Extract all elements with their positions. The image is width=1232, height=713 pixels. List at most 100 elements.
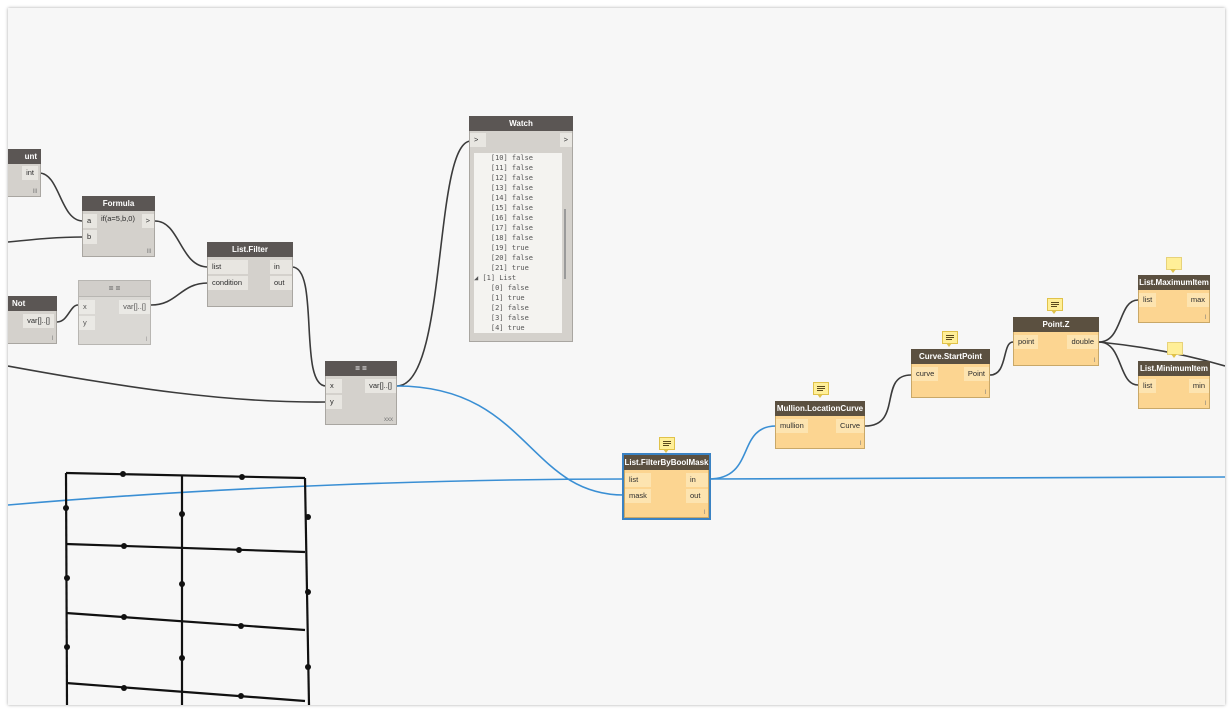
watch-row: [12] false [474,174,534,182]
node-list-filter[interactable]: List.Filter list condition in out [207,242,293,307]
port-out-in[interactable]: in [686,473,708,487]
wire-eq2-to-mask [396,385,625,496]
watch-scrollbar[interactable] [564,209,566,279]
port-out-in[interactable]: in [270,260,292,274]
lacing-indicator: lll [147,249,151,255]
watch-row: [14] false [474,194,534,202]
node-title: Watch [469,116,573,131]
port-in-list[interactable]: list [208,260,248,274]
lacing-indicator: lll [33,189,37,195]
wire-left-to-list [8,478,625,506]
wire-out-offscreen [708,476,1225,480]
wire-left-to-eq2-y [8,365,327,403]
lacing-indicator: l [859,441,861,447]
watch-row: [0] false [474,284,529,292]
port-out-point[interactable]: Point [963,367,989,381]
port-out[interactable]: var[]..[] [119,300,150,314]
watch-row: [21] true [474,264,529,272]
node-formula[interactable]: Formula a b if(a=5,b,0) > lll [82,196,155,257]
watch-row: [10] false [474,154,534,162]
wire-count-to-formula [38,172,84,222]
port-in-a[interactable]: a [83,214,97,228]
node-list-filter-by-bool-mask[interactable]: List.FilterByBoolMask list mask in out l [622,453,711,520]
watch-row: [11] false [474,164,534,172]
node-mullion-location-curve[interactable]: Mullion.LocationCurve mullion Curve l [775,401,865,449]
port-in-list[interactable]: list [1139,379,1157,393]
watch-row: [16] false [474,214,534,222]
port-in-condition[interactable]: condition [208,276,248,290]
node-equals-1[interactable]: = = x y var[]..[] l [78,280,151,345]
port-out[interactable]: > [141,214,154,228]
comment-icon[interactable] [659,437,675,453]
comment-icon[interactable] [1166,257,1182,273]
port-out-curve[interactable]: Curve [835,419,864,433]
port-in-y[interactable]: y [79,316,95,330]
node-list-minimum-item[interactable]: List.MinimumItem list min l [1138,361,1210,409]
port-out-out[interactable]: out [270,276,292,290]
wire-eq2-to-watch [396,140,472,387]
watch-row: [3] false [474,314,529,322]
watch-row: [4] true [474,324,525,332]
node-title: Point.Z [1013,317,1099,332]
watch-row: ◢ [1] List [474,274,517,282]
port-in-curve[interactable]: curve [912,367,939,381]
port-in-point[interactable]: point [1014,335,1039,349]
port-in[interactable]: > [470,133,486,147]
watch-row: [15] false [474,204,534,212]
comment-icon[interactable] [1047,298,1063,314]
port-in-mullion[interactable]: mullion [776,419,808,433]
wire-eq1-to-filter [150,282,209,306]
wire-formula-to-filter [154,220,209,268]
watch-row: [18] false [474,234,534,242]
port-out[interactable]: var[]..[] [365,379,396,393]
watch-row: [13] false [474,184,534,192]
node-title: = = [78,280,151,297]
node-title: Curve.StartPoint [911,349,990,364]
port-in-x[interactable]: x [79,300,95,314]
port-out-double[interactable]: double [1067,335,1098,349]
comment-icon[interactable] [813,382,829,398]
node-watch[interactable]: Watch > > [10] false [11] false [12] fal… [469,116,573,342]
lacing-indicator: l [51,336,53,342]
lacing-indicator: l [145,337,147,343]
port-in-mask[interactable]: mask [625,489,651,503]
lacing-indicator: l [1204,315,1206,321]
port-out[interactable]: var[]..[] [23,314,54,328]
node-curve-start-point[interactable]: Curve.StartPoint curve Point l [911,349,990,398]
port-in-b[interactable]: b [83,230,97,244]
wire-left-to-formula-b [8,236,84,243]
watch-row: [2] false [474,304,529,312]
watch-row: [20] false [474,254,534,262]
port-in-y[interactable]: y [326,395,342,409]
node-title: = = [325,361,397,376]
lacing-indicator: l [1093,358,1095,364]
node-title: List.MinimumItem [1138,361,1210,376]
comment-icon[interactable] [1167,342,1183,358]
port-out-max[interactable]: max [1186,293,1209,307]
wire-startpoint-to-pointz [989,341,1014,376]
node-title: unt [8,149,41,164]
lacing-indicator: l [984,390,986,396]
watch-output-list[interactable]: [10] false [11] false [12] false [13] fa… [474,153,562,333]
node-title: Mullion.LocationCurve [775,401,865,416]
port-out-int[interactable]: int [22,166,38,180]
geometry-preview [63,471,311,705]
node-list-maximum-item[interactable]: List.MaximumItem list max l [1138,275,1210,323]
formula-expression: if(a=5,b,0) [101,214,135,223]
node-title: List.FilterByBoolMask [624,455,709,470]
node-equals-2[interactable]: = = x y var[]..[] xxx [325,361,397,425]
port-out-out[interactable]: out [686,489,708,503]
node-not[interactable]: Not var[]..[] l [8,296,57,344]
lacing-indicator: xxx [384,417,393,423]
node-count[interactable]: unt int lll [8,149,41,197]
graph-canvas[interactable]: unt int lll Formula a b if(a=5,b,0) > ll… [8,8,1225,705]
port-in-x[interactable]: x [326,379,342,393]
node-point-z[interactable]: Point.Z point double l [1013,317,1099,366]
port-out[interactable]: > [559,133,572,147]
comment-icon[interactable] [942,331,958,347]
wire-pointz-to-max [1098,299,1139,343]
port-out-min[interactable]: min [1188,379,1209,393]
wire-filter-to-eq2 [291,266,327,387]
port-in-list[interactable]: list [1139,293,1157,307]
port-in-list[interactable]: list [625,473,651,487]
